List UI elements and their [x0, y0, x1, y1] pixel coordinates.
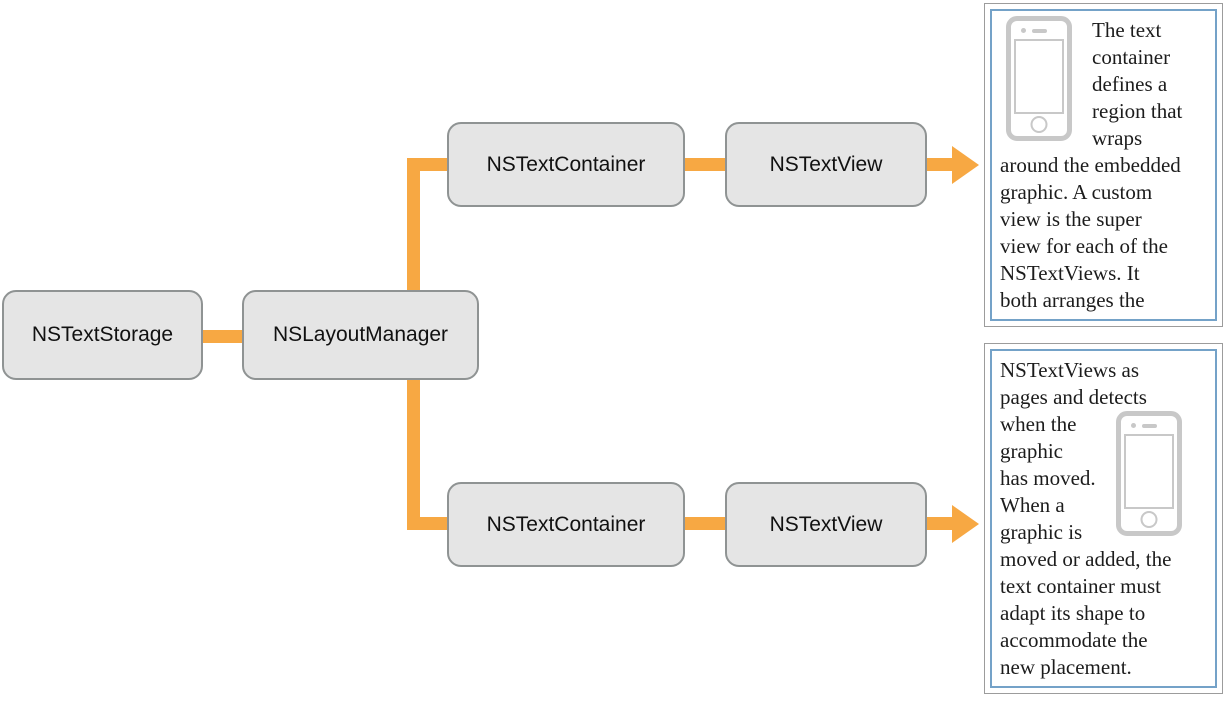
text-line: pages and detects	[1000, 385, 1147, 409]
box-nstextview-top: NSTextView	[725, 122, 927, 207]
connector-elbow-top	[407, 158, 448, 171]
arrow-head-bottom-icon	[952, 505, 979, 543]
phone-speaker-slot	[1032, 29, 1047, 33]
phone-screen	[1124, 434, 1174, 509]
connector-elbow-bottom	[407, 517, 448, 530]
phone-speaker-slot	[1142, 424, 1157, 428]
text-line: view for each of the	[1000, 234, 1168, 258]
text-line: wraps	[1092, 126, 1143, 150]
connector-container-to-view-top	[685, 158, 726, 171]
text-line: NSTextViews as	[1000, 358, 1140, 382]
text-line: graphic	[1000, 439, 1063, 463]
box-label: NSTextContainer	[486, 152, 646, 176]
iphone-icon	[1006, 16, 1072, 141]
phone-camera-dot	[1131, 423, 1136, 428]
text-line: around the embedded	[1000, 153, 1181, 177]
box-label: NSTextView	[769, 512, 883, 536]
wrapped-text-bottom: NSTextViews as pages and detects when the g…	[1000, 357, 1207, 681]
text-line: both arranges the	[1000, 288, 1145, 312]
text-line: view is the super	[1000, 207, 1142, 231]
text-panel-bottom-content: NSTextViews as pages and detects when the g…	[990, 349, 1217, 688]
text-line: graphic. A custom	[1000, 180, 1153, 204]
arrow-shaft-top	[926, 158, 953, 171]
box-nstextcontainer-top: NSTextContainer	[447, 122, 685, 207]
box-label: NSLayoutManager	[272, 323, 449, 346]
iphone-icon	[1116, 411, 1182, 536]
text-panel-top: The text container defines a region that wra…	[984, 3, 1223, 327]
text-line: container	[1092, 45, 1171, 69]
box-label: NSTextContainer	[486, 512, 646, 536]
connector-storage-to-layoutmanager	[203, 330, 242, 343]
text-line: When a	[1000, 493, 1065, 517]
box-nstextstorage: NSTextStorage	[2, 290, 203, 380]
text-line: adapt its shape to	[1000, 601, 1146, 625]
text-line: has moved.	[1000, 466, 1096, 490]
box-nslayoutmanager: NSLayoutManager	[242, 290, 479, 380]
box-label: NSTextStorage	[31, 323, 174, 346]
text-line: The text	[1092, 18, 1162, 42]
text-panel-bottom: NSTextViews as pages and detects when the g…	[984, 343, 1223, 694]
connector-container-to-view-bottom	[685, 517, 726, 530]
text-line: when the	[1000, 412, 1077, 436]
text-line: text container must	[1000, 574, 1161, 598]
wrapped-text-top: The text container defines a region that wra…	[1000, 17, 1207, 314]
text-line: region that	[1092, 99, 1183, 123]
phone-screen	[1014, 39, 1064, 114]
box-nstextview-bottom: NSTextView	[725, 482, 927, 567]
text-panel-top-content: The text container defines a region that wra…	[990, 9, 1217, 321]
text-line: defines a	[1092, 72, 1168, 96]
phone-camera-dot	[1021, 28, 1026, 33]
box-nstextcontainer-bottom: NSTextContainer	[447, 482, 685, 567]
arrow-head-top-icon	[952, 146, 979, 184]
arrow-shaft-bottom	[926, 517, 953, 530]
text-line: new placement.	[1000, 655, 1132, 679]
text-line: NSTextViews. It	[1000, 261, 1140, 285]
phone-home-button	[1140, 511, 1158, 528]
text-line: moved or added, the	[1000, 547, 1172, 571]
box-label: NSTextView	[769, 152, 883, 176]
text-line: accommodate the	[1000, 628, 1148, 652]
text-line: graphic is	[1000, 520, 1083, 544]
phone-home-button	[1030, 116, 1048, 133]
